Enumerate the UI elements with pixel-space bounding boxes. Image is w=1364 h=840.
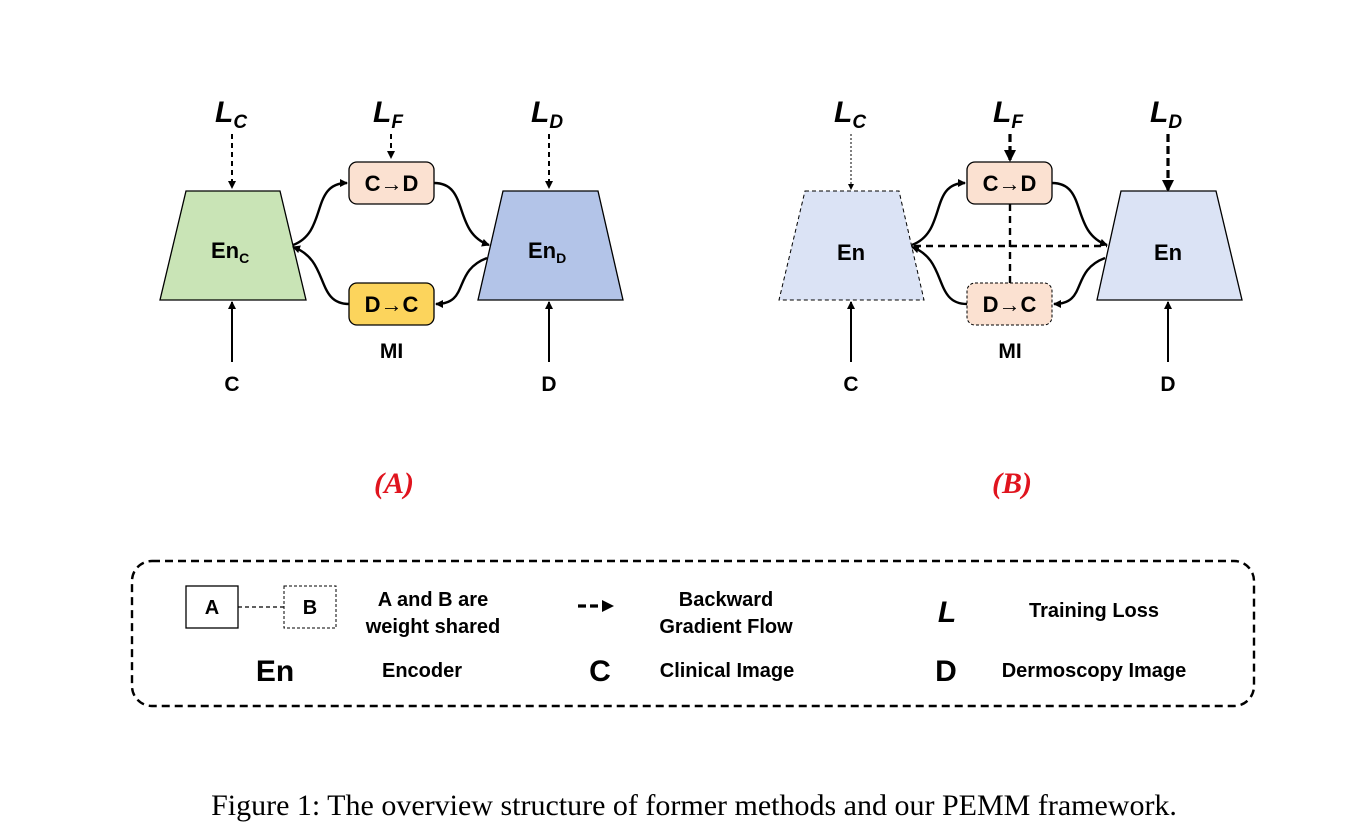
loss-f-label-a: LF xyxy=(373,96,404,133)
flow-map-cd-to-enc-d-a xyxy=(433,181,490,247)
legend-border xyxy=(130,559,1256,708)
legend-shared-text-2: weight shared xyxy=(365,616,500,638)
input-c-label-b: C xyxy=(843,373,858,396)
legend-c-text: Clinical Image xyxy=(660,660,795,682)
flow-map-cd-to-enc-right-b xyxy=(1051,181,1108,247)
map-c-to-d-label-b: C→D xyxy=(983,171,1037,196)
input-d-label-a: D xyxy=(541,373,556,396)
encoder-right-label-b: En xyxy=(1154,240,1182,265)
legend: A B A and B are weight shared Backward G… xyxy=(130,559,1256,708)
legend-backward-text-2: Gradient Flow xyxy=(659,616,793,638)
loss-d-label-b: LD xyxy=(1150,96,1182,133)
encoder-d-trapezoid xyxy=(477,190,624,301)
panel-b: LC LF LD En En C→D D→C MI C D (B) xyxy=(778,96,1243,500)
map-c-to-d-label-a: C→D xyxy=(365,171,419,196)
flow-map-dc-to-enc-c-a xyxy=(292,245,350,306)
mi-label-a: MI xyxy=(380,340,403,363)
flow-map-dc-to-enc-left-b xyxy=(911,245,968,306)
input-d-label-b: D xyxy=(1160,373,1175,396)
loss-d-label-a: LD xyxy=(531,96,563,133)
flow-enc-c-to-map-cd-a xyxy=(292,179,348,247)
encoder-c-label: EnC xyxy=(211,238,249,266)
map-d-to-c-label-b: D→C xyxy=(983,292,1037,317)
mi-label-b: MI xyxy=(998,340,1021,363)
legend-box-b xyxy=(283,585,337,629)
flow-enc-left-to-map-cd-b xyxy=(911,179,966,247)
legend-loss-symbol: L xyxy=(938,596,956,629)
loss-f-label-b: LF xyxy=(993,96,1024,133)
legend-box-a-label: A xyxy=(205,597,219,619)
encoder-left-label-b: En xyxy=(837,240,865,265)
legend-c-symbol: C xyxy=(589,655,611,688)
flow-enc-right-to-map-dc-b xyxy=(1053,256,1106,308)
legend-en-text: Encoder xyxy=(382,660,462,682)
input-c-label-a: C xyxy=(224,373,239,396)
legend-d-symbol: D xyxy=(935,655,957,688)
map-d-to-c-box-b xyxy=(966,282,1053,326)
legend-d-text: Dermoscopy Image xyxy=(1002,660,1187,682)
encoder-shared-right-trapezoid xyxy=(1096,190,1243,301)
map-d-to-c-label-a: D→C xyxy=(365,292,419,317)
loss-c-label-b: LC xyxy=(834,96,866,133)
panel-a-label: (A) xyxy=(374,467,414,500)
encoder-shared-left-trapezoid xyxy=(778,190,925,301)
panel-b-label: (B) xyxy=(992,467,1032,500)
encoder-d-label: EnD xyxy=(528,238,566,266)
figure-caption: Figure 1: The overview structure of form… xyxy=(211,789,1177,822)
legend-en-symbol: En xyxy=(256,655,294,688)
legend-loss-text: Training Loss xyxy=(1029,600,1159,622)
flow-enc-d-to-map-dc-a xyxy=(435,256,488,308)
legend-box-b-label: B xyxy=(303,597,317,619)
loss-c-label-a: LC xyxy=(215,96,247,133)
legend-backward-text-1: Backward xyxy=(679,589,774,611)
encoder-c-trapezoid xyxy=(159,190,307,301)
legend-shared-text-1: A and B are xyxy=(378,589,488,611)
panel-a: LC LF LD EnC EnD C→D D→C MI C D (A) xyxy=(159,96,624,500)
